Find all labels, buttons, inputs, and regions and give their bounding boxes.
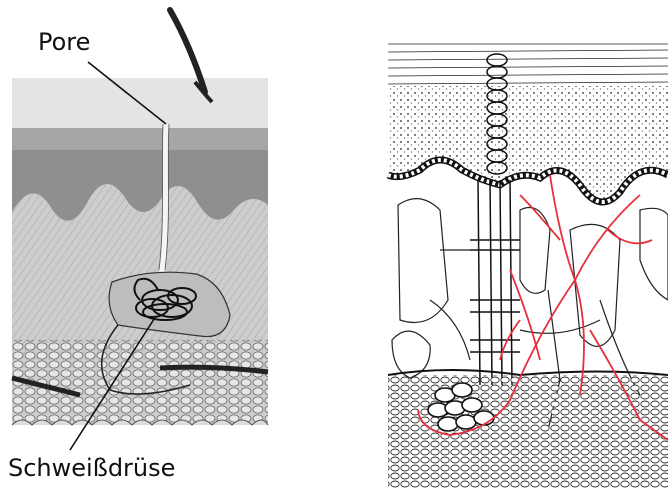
left-skin-panel xyxy=(12,10,268,450)
sweat-gland-label: Schweißdrüse xyxy=(8,456,175,480)
pore-label: Pore xyxy=(38,30,90,54)
fat-layer xyxy=(12,340,268,425)
right-skin-panel xyxy=(388,38,668,488)
